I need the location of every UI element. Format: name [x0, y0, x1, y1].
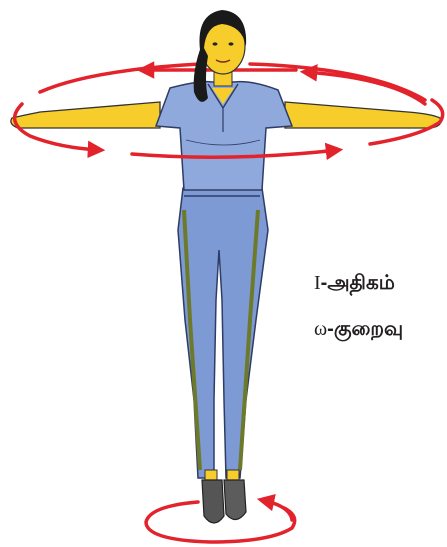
omega-symbol: ω: [314, 318, 327, 340]
left-shoe: [202, 480, 224, 523]
inertia-text: -அதிகம்: [321, 272, 395, 294]
feet: [202, 470, 246, 523]
inertia-label: I-அதிகம்: [314, 272, 395, 297]
inertia-symbol: I: [314, 272, 321, 294]
angular-velocity-label: ω-குறைவு: [314, 318, 403, 343]
right-arm: [285, 102, 441, 128]
left-arm: [11, 102, 160, 128]
ponytail: [194, 44, 208, 102]
lower-ring-arrow: [262, 500, 292, 520]
omega-text: -குறைவு: [327, 318, 403, 340]
right-shoe: [224, 480, 246, 520]
pants: [178, 188, 268, 478]
